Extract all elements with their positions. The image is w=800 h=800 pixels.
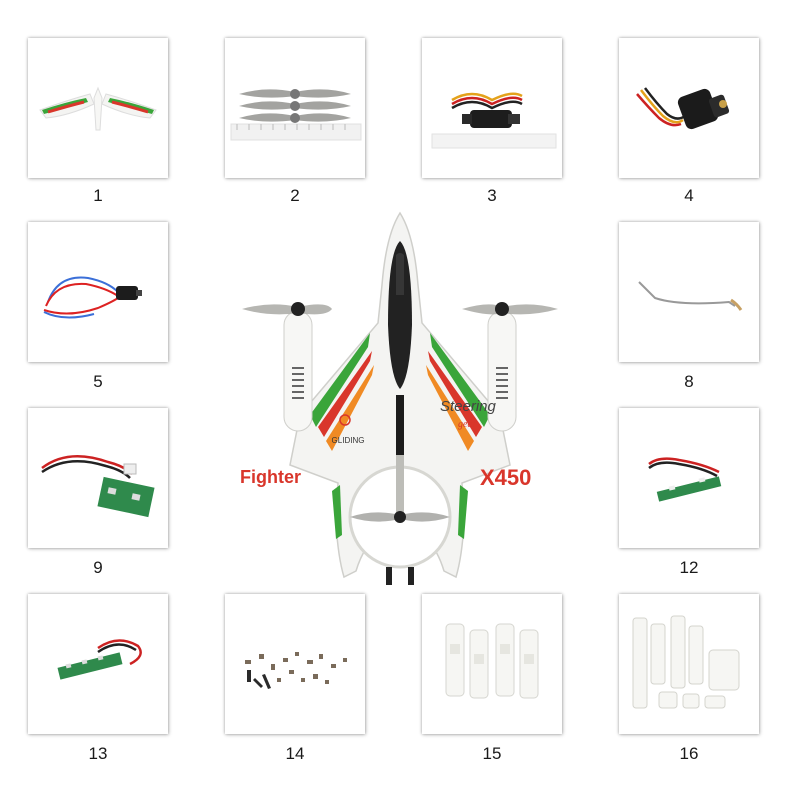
propellers-image [230, 89, 362, 141]
part-number-2: 2 [290, 186, 300, 205]
screws-set-image [245, 652, 347, 689]
part-number-3: 3 [487, 186, 497, 205]
part-tile-14[interactable] [225, 594, 365, 734]
led-strip-image [648, 457, 722, 502]
part-number-5: 5 [93, 372, 103, 391]
part-tile-4[interactable] [619, 38, 759, 178]
steering-script-text: Steering [440, 398, 497, 415]
part-number-13: 13 [88, 744, 108, 763]
part-tile-12[interactable] [619, 408, 759, 548]
part-tile-8[interactable] [619, 222, 759, 362]
pushrod-image [638, 281, 743, 311]
part-number-15: 15 [482, 744, 502, 763]
led-board-image [57, 639, 142, 680]
part-tile-15[interactable] [422, 594, 562, 734]
part-tile-9[interactable] [28, 408, 168, 548]
plastic-frames-image [632, 615, 740, 709]
part-number-9: 9 [93, 558, 103, 577]
small-motor-image [43, 276, 142, 319]
part-number-12: 12 [679, 558, 699, 577]
plastic-parts-image [445, 623, 539, 699]
part-number-1: 1 [93, 186, 103, 205]
x450-airplane-image: GLIDING Steering gear Fighter X450 [240, 211, 558, 585]
part-number-14: 14 [285, 744, 305, 763]
brushless-motor-image [636, 87, 730, 130]
part-number-16: 16 [679, 744, 699, 763]
part-tile-16[interactable] [619, 594, 759, 734]
part-tile-2[interactable] [225, 38, 365, 178]
x450-text: X450 [480, 465, 531, 490]
motor-with-wires-image [431, 92, 557, 149]
receiver-board-image [41, 455, 155, 518]
part-number-8: 8 [684, 372, 694, 391]
fighter-text: Fighter [240, 467, 301, 487]
part-tile-5[interactable] [28, 222, 168, 362]
gliding-logo-text: GLIDING [332, 436, 365, 445]
part-number-4: 4 [684, 186, 694, 205]
part-tile-13[interactable] [28, 594, 168, 734]
part-tile-3[interactable] [422, 38, 562, 178]
gear-script-text: gear [458, 419, 476, 430]
part-tile-1[interactable] [28, 38, 168, 178]
tail-fins-image [39, 86, 157, 131]
